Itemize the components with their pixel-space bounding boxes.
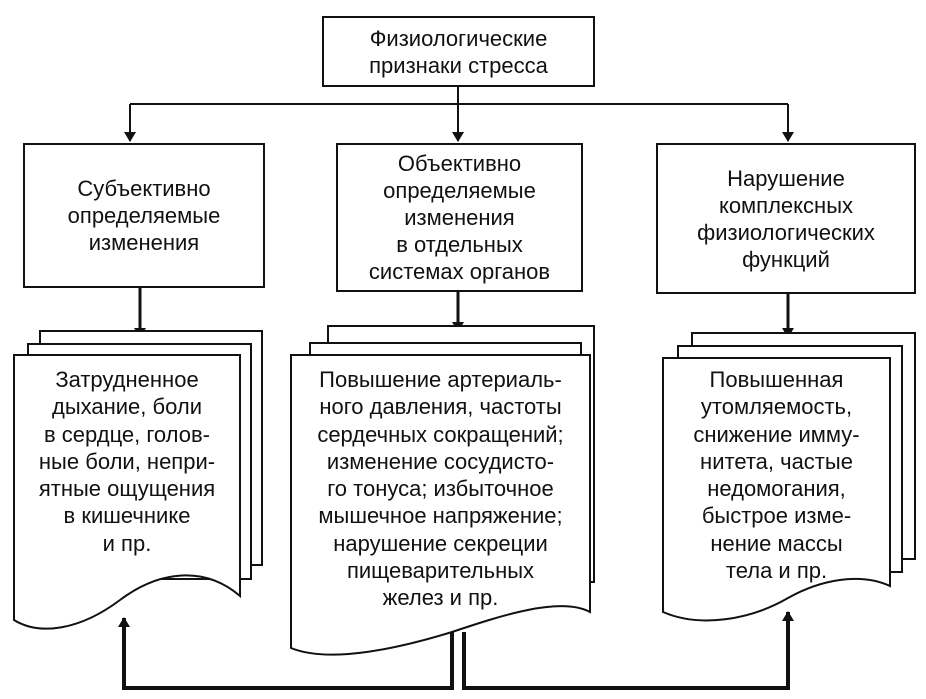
category-3-line-4: функций [742, 246, 830, 272]
detail-3-line-1: Повышенная [709, 367, 844, 392]
detail-3-text: Повышенная утомляемость, снижение имму- … [663, 366, 890, 584]
detail-2-line-6: мышечное напряжение; [318, 503, 563, 529]
detail-3-line-7: нение массы [710, 530, 843, 556]
category-2-line-2: определяемые [383, 178, 536, 203]
detail-2-line-7: нарушение секреции [333, 530, 548, 556]
category-2-line-5: системах органов [368, 259, 551, 284]
category-1-line-3: изменения [88, 230, 200, 255]
detail-3-line-6: быстрое изме- [701, 503, 852, 529]
detail-2-line-2: ного давления, частоты [319, 394, 562, 420]
detail-1-line-2: дыхание, боли [51, 394, 202, 420]
detail-3-line-8: тела и пр. [725, 558, 828, 584]
detail-2-line-1: Повышение артериаль- [319, 367, 562, 392]
detail-3-line-4: нитета, частые [700, 448, 853, 474]
category-3-line-2: комплексных [718, 192, 854, 218]
category-1-line-1: Субъективно [77, 176, 211, 201]
detail-2-line-9: желез и пр. [382, 585, 499, 611]
category-3-line-3: физиологических [697, 219, 875, 245]
detail-2-line-5: го тонуса; избыточное [327, 476, 554, 502]
detail-2-line-8: пищеварительных [346, 558, 535, 584]
category-2-line-3: изменения [404, 205, 515, 230]
category-3-line-1: Нарушение [727, 165, 845, 191]
detail-2-text: Повышение артериаль- ного давления, част… [291, 366, 590, 612]
category-1-line-2: определяемые [67, 203, 221, 228]
root-line-2: признаки стресса [369, 52, 548, 78]
detail-1-line-5: ятные ощущения [38, 476, 216, 502]
detail-1-line-1: Затрудненное [55, 367, 199, 392]
detail-1-line-4: ные боли, непри- [38, 448, 216, 474]
detail-3-line-3: снижение имму- [693, 421, 860, 447]
detail-1-line-3: в сердце, голов- [43, 421, 211, 447]
category-2-line-1: Объективно [397, 151, 522, 176]
detail-3-line-2: утомляемость, [700, 394, 853, 420]
root-box: Физиологические признаки стресса [322, 16, 595, 87]
root-line-1: Физиологические [369, 25, 548, 51]
feedback-line-right [462, 611, 794, 690]
feedback-line-left [118, 617, 454, 690]
category-box-objective: Объективно определяемые изменения в отде… [336, 143, 583, 292]
category-box-subjective: Субъективно определяемые изменения [23, 143, 265, 288]
category-box-complex: Нарушение комплексных физиологических фу… [656, 143, 916, 294]
category-2-line-4: в отдельных [396, 232, 523, 257]
detail-1-line-7: и пр. [102, 530, 152, 556]
detail-1-text: Затрудненное дыхание, боли в сердце, гол… [14, 366, 240, 557]
detail-1-line-6: в кишечнике [63, 503, 191, 529]
detail-2-line-4: изменение сосудисто- [326, 448, 555, 474]
detail-2-line-3: сердечных сокращений; [317, 421, 564, 447]
detail-3-line-5: недомогания, [707, 476, 846, 502]
